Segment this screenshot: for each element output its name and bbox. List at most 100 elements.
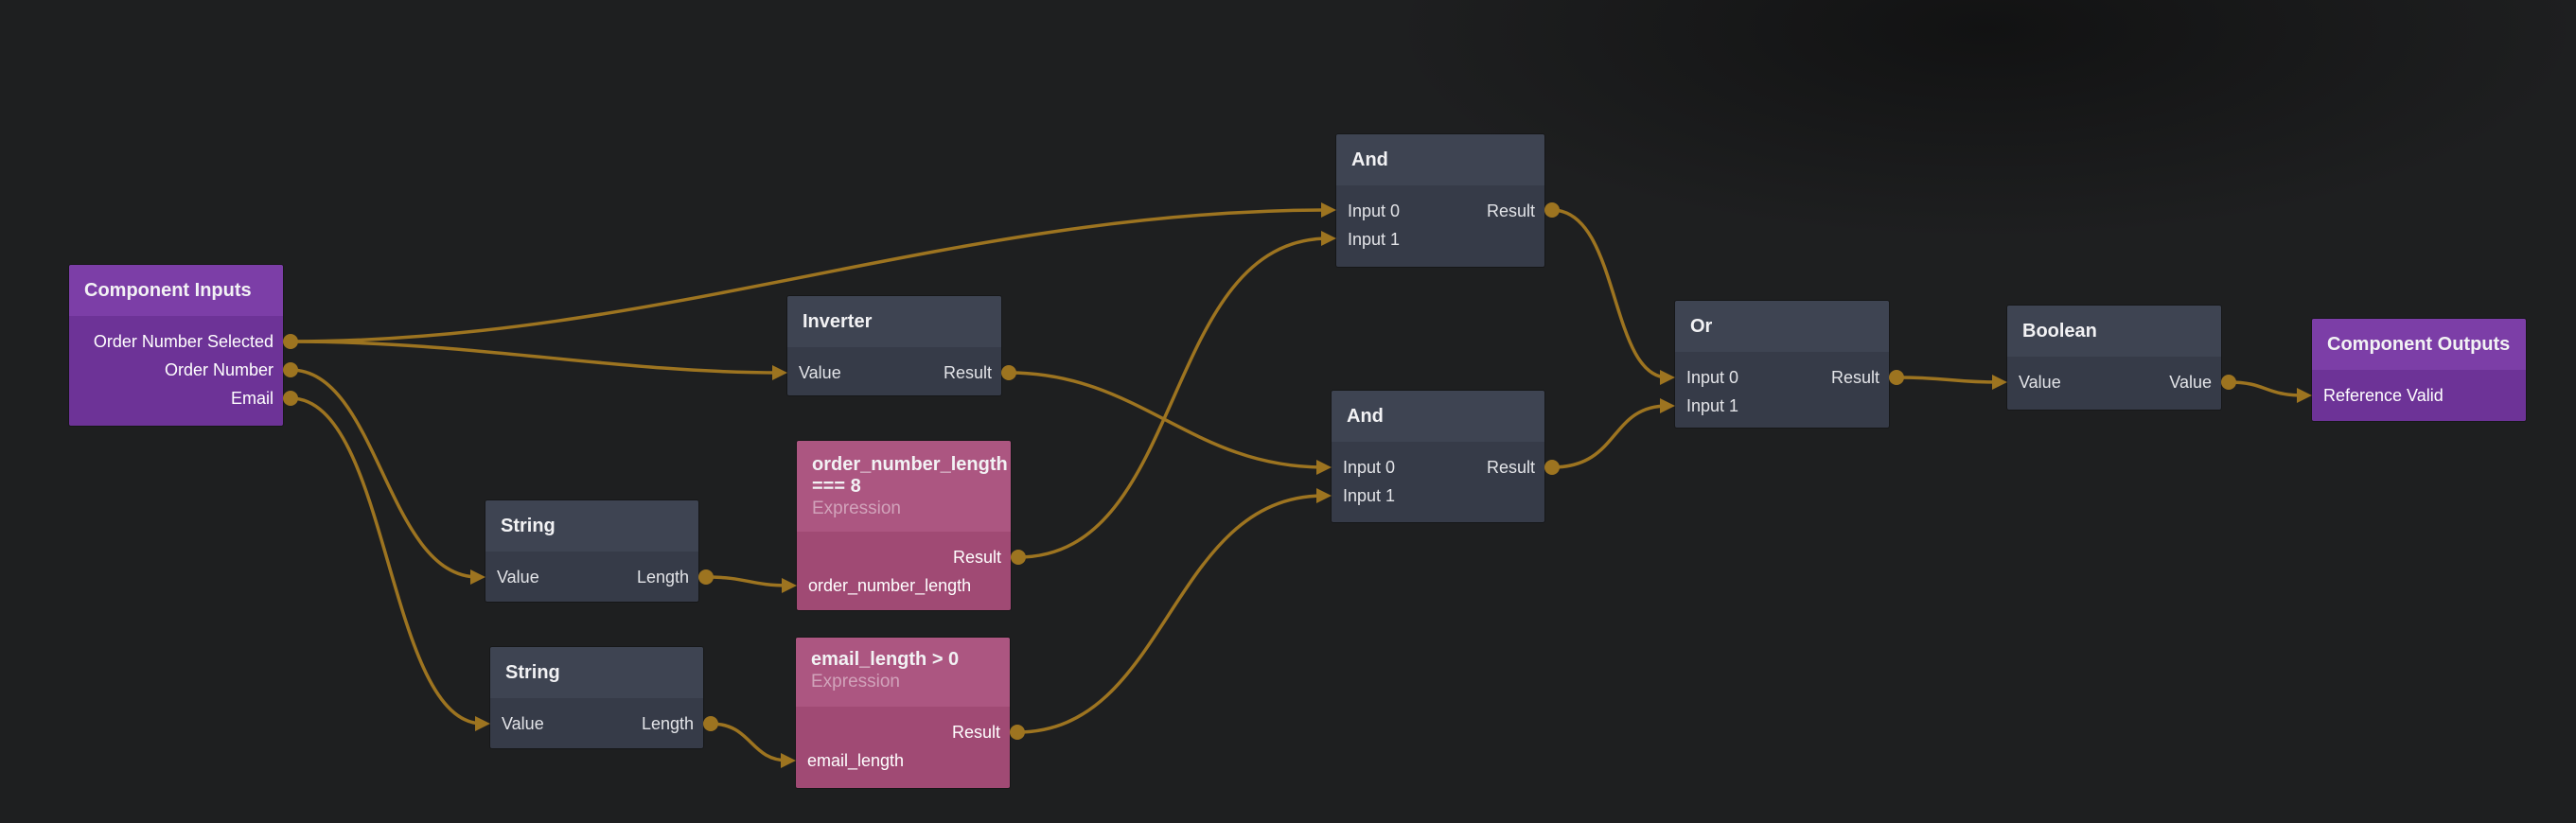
node-header: And: [1336, 134, 1544, 185]
input-port-label: Input 0: [1343, 457, 1396, 477]
input-port-label: Input 1: [1686, 395, 1739, 415]
input-port-arrow-and2-input1[interactable]: [1316, 488, 1332, 503]
node-title: Inverter: [803, 310, 873, 332]
input-port-arrow-and2-input0[interactable]: [1316, 460, 1332, 475]
output-port-label: Result: [943, 362, 992, 382]
input-port-label: order_number_length: [808, 575, 972, 595]
input-port-arrow-or-input0[interactable]: [1660, 370, 1675, 385]
output-port-email[interactable]: [283, 391, 298, 406]
output-port-inverter-result[interactable]: [1001, 365, 1016, 380]
node-header: Or: [1675, 301, 1889, 352]
output-port-and2-result[interactable]: [1544, 460, 1560, 475]
node-header: Inverter: [787, 296, 1001, 347]
node-header: String: [485, 500, 698, 552]
input-port-arrow-and1-input0[interactable]: [1321, 202, 1336, 218]
wire-email-to-string2-value[interactable]: [290, 396, 484, 726]
node-body: Value Length: [490, 698, 703, 748]
node-expression-email-length[interactable]: email_length > 0 Expression Result email…: [796, 638, 1010, 788]
wire-inverter-result-to-and2-input0[interactable]: [1008, 371, 1325, 469]
node-body: Value Value: [2007, 357, 2221, 410]
node-title: Component Inputs: [84, 279, 252, 301]
node-inverter[interactable]: Inverter Value Result: [787, 296, 1001, 395]
output-port-string1-length[interactable]: [698, 569, 714, 585]
input-port-arrow-expr2-input[interactable]: [781, 753, 796, 768]
input-port-label: Value: [2019, 372, 2061, 392]
node-header: Component Inputs: [69, 265, 283, 316]
input-port-arrow-string2-value[interactable]: [475, 716, 490, 731]
input-port-label: Reference Valid: [2323, 385, 2444, 405]
output-port-and1-result[interactable]: [1544, 202, 1560, 218]
input-port-arrow-and1-input1[interactable]: [1321, 231, 1336, 246]
node-component-outputs[interactable]: Component Outputs Reference Valid: [2312, 319, 2526, 421]
input-port-arrow-or-input1[interactable]: [1660, 398, 1675, 413]
output-port-expr2-result[interactable]: [1010, 725, 1025, 740]
output-port-label: Result: [1486, 201, 1535, 220]
node-expression-order-number-length[interactable]: order_number_length === 8 Expression Res…: [797, 441, 1011, 610]
input-port-arrow-string1-value[interactable]: [470, 569, 485, 585]
node-body: Result order_number_length: [797, 532, 1011, 610]
input-port-label: Input 0: [1686, 367, 1739, 387]
input-port-arrow-boolean-value[interactable]: [1992, 375, 2007, 390]
wire-and1-result-to-or-input0[interactable]: [1551, 208, 1668, 379]
output-port-label: Result: [1830, 367, 1879, 387]
node-title: String: [505, 661, 560, 683]
node-title: Or: [1690, 315, 1713, 337]
node-title: order_number_length === 8: [812, 454, 1008, 497]
node-and-1[interactable]: And Input 0 Result Input 1: [1336, 134, 1544, 267]
input-port-label: Input 0: [1348, 201, 1401, 220]
node-subtitle: Expression: [812, 499, 901, 518]
node-header: order_number_length === 8 Expression: [797, 441, 1011, 532]
output-port-boolean-value[interactable]: [2221, 375, 2236, 390]
node-title: Boolean: [2022, 320, 2097, 341]
node-body: Reference Valid: [2312, 370, 2526, 421]
node-component-inputs[interactable]: Component Inputs Order Number Selected O…: [69, 265, 283, 426]
output-port-label: Result: [1486, 457, 1535, 477]
node-header: Component Outputs: [2312, 319, 2526, 370]
output-port-or-result[interactable]: [1889, 370, 1904, 385]
wire-or-result-to-boolean-value[interactable]: [1896, 376, 2001, 384]
node-string-1[interactable]: String Value Length: [485, 500, 698, 602]
input-port-arrow-expr1-input[interactable]: [782, 578, 797, 593]
output-port-label: Value: [2169, 372, 2212, 392]
node-title: And: [1351, 149, 1388, 170]
output-port-order-number-selected[interactable]: [283, 334, 298, 349]
input-port-label: Value: [502, 713, 544, 733]
wire-string2-length-to-expr2-input[interactable]: [710, 722, 789, 762]
node-header: email_length > 0 Expression: [796, 638, 1010, 707]
node-subtitle: Expression: [811, 672, 900, 692]
output-port-expr1-result[interactable]: [1011, 550, 1026, 565]
wire-expr2-result-to-and2-input1[interactable]: [1016, 494, 1325, 734]
node-body: Value Length: [485, 552, 698, 602]
wire-and2-result-to-or-input1[interactable]: [1551, 404, 1668, 469]
wire-string1-length-to-expr1-input[interactable]: [705, 575, 790, 587]
node-title: email_length > 0: [811, 649, 960, 670]
wire-order-number-to-string1-value[interactable]: [290, 368, 479, 579]
output-port-label: Result: [951, 722, 1000, 742]
node-body: Input 0 Result Input 1: [1675, 352, 1889, 428]
wire-expr1-result-to-and1-input1[interactable]: [1017, 236, 1330, 559]
node-body: Result email_length: [796, 707, 1010, 788]
input-port-label: Input 1: [1343, 485, 1396, 505]
wire-boolean-value-to-component-outputs[interactable]: [2228, 380, 2305, 397]
input-port-arrow-inverter-value[interactable]: [772, 365, 787, 380]
node-and-2[interactable]: And Input 0 Result Input 1: [1332, 391, 1544, 522]
input-port-label: Value: [799, 362, 841, 382]
node-body: Input 0 Result Input 1: [1332, 442, 1544, 522]
input-port-arrow-reference-valid[interactable]: [2297, 388, 2312, 403]
output-port-label: Order Number: [164, 359, 273, 379]
node-header: String: [490, 647, 703, 698]
node-header: And: [1332, 391, 1544, 442]
input-port-label: Input 1: [1348, 229, 1401, 249]
node-string-2[interactable]: String Value Length: [490, 647, 703, 748]
node-title: And: [1347, 405, 1384, 427]
node-body: Order Number Selected Order Number Email: [69, 316, 283, 426]
wire-order-number-selected-to-inverter-value[interactable]: [290, 340, 783, 375]
output-port-order-number[interactable]: [283, 362, 298, 377]
node-or[interactable]: Or Input 0 Result Input 1: [1675, 301, 1889, 428]
input-port-label: email_length: [807, 750, 905, 770]
node-boolean[interactable]: Boolean Value Value: [2007, 306, 2221, 410]
node-header: Boolean: [2007, 306, 2221, 357]
output-port-string2-length[interactable]: [703, 716, 718, 731]
